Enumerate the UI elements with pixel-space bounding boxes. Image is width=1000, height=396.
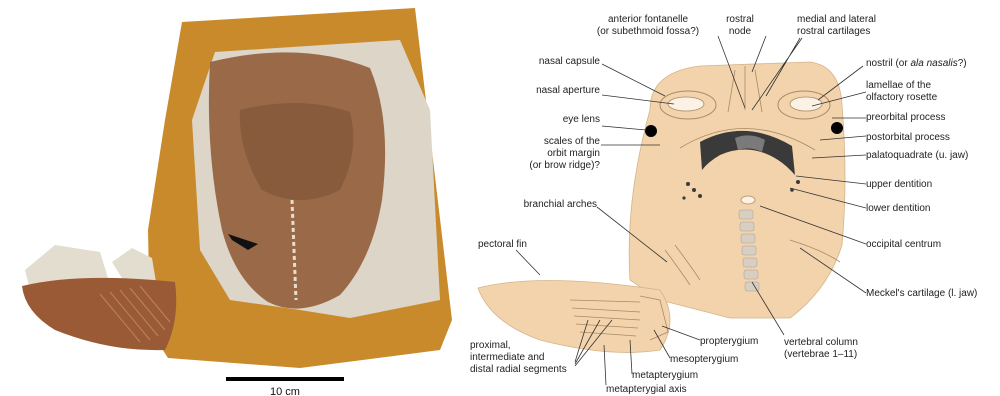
label-postorbital-process: postorbital process xyxy=(866,132,950,143)
scale-bar-label: 10 cm xyxy=(270,386,300,396)
label-palatoquadrate: palatoquadrate (u. jaw) xyxy=(866,150,968,161)
label-scales-orbit-2: orbit margin xyxy=(547,148,600,159)
label-nasal-capsule: nasal capsule xyxy=(539,56,601,67)
label-upper-dentition: upper dentition xyxy=(866,179,932,190)
label-vertebral-column: vertebral column xyxy=(784,337,858,348)
label-propterygium: propterygium xyxy=(700,336,758,347)
label-rostral-node-2: node xyxy=(729,26,752,37)
label-anterior-fontanelle: anterior fontanelle xyxy=(608,14,688,25)
label-pectoral-fin: pectoral fin xyxy=(478,239,527,250)
scale-bar xyxy=(226,377,344,381)
right-eye-lens xyxy=(831,122,843,134)
label-radials-2: intermediate and xyxy=(470,352,545,363)
label-occipital-centrum: occipital centrum xyxy=(866,239,941,250)
label-eye-lens: eye lens xyxy=(563,114,600,125)
left-eye-lens xyxy=(645,125,657,137)
label-lamellae-2: olfactory rosette xyxy=(866,92,938,103)
label-branchial-arches: branchial arches xyxy=(524,199,597,210)
occipital-centrum xyxy=(741,196,755,204)
label-mesopterygium: mesopterygium xyxy=(670,354,738,365)
label-radials-3: distal radial segments xyxy=(470,364,567,375)
label-preorbital-process: preorbital process xyxy=(866,112,945,123)
label-radials: proximal, xyxy=(470,340,511,351)
label-nasal-aperture: nasal aperture xyxy=(536,85,600,96)
label-scales-orbit: scales of the xyxy=(544,136,601,147)
right-nasal-aperture xyxy=(790,97,822,111)
label-rostral-node: rostral xyxy=(726,14,754,25)
label-nostril: nostril (or ala nasalis?) xyxy=(866,58,967,69)
label-rostral-cartilages: medial and lateral xyxy=(797,14,876,25)
label-anterior-fontanelle-2: (or subethmoid fossa?) xyxy=(597,26,699,37)
label-meckels-cartilage: Meckel's cartilage (l. jaw) xyxy=(866,288,977,299)
label-lower-dentition: lower dentition xyxy=(866,203,930,214)
label-vertebral-column-2: (vertebrae 1–11) xyxy=(784,349,857,360)
label-rostral-cartilages-2: rostral cartilages xyxy=(797,26,870,37)
label-metapterygial-axis: metapterygial axis xyxy=(606,384,687,395)
fossil-photograph: 10 cm xyxy=(22,8,452,396)
label-lamellae: lamellae of the xyxy=(866,80,931,91)
label-metapterygium: metapterygium xyxy=(632,370,698,381)
fossil-pectoral-fin xyxy=(22,278,176,350)
label-scales-orbit-3: (or brow ridge)? xyxy=(529,160,600,171)
